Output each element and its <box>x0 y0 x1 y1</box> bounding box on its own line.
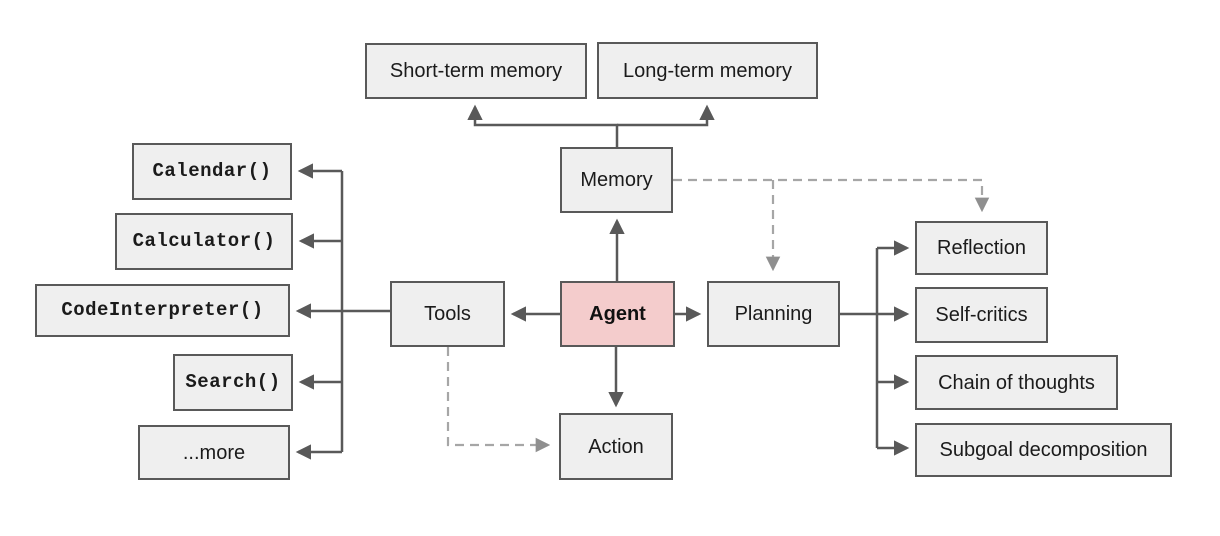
node-self-critics: Self-critics <box>915 287 1048 343</box>
node-short-term-memory: Short-term memory <box>365 43 587 99</box>
node-action: Action <box>559 413 673 480</box>
node-long-term-memory: Long-term memory <box>597 42 818 99</box>
node-more: ...more <box>138 425 290 480</box>
node-agent: Agent <box>560 281 675 347</box>
node-search: Search() <box>173 354 293 411</box>
node-tools: Tools <box>390 281 505 347</box>
node-subgoal-decomposition: Subgoal decomposition <box>915 423 1172 477</box>
node-planning: Planning <box>707 281 840 347</box>
node-memory: Memory <box>560 147 673 213</box>
node-calculator: Calculator() <box>115 213 293 270</box>
node-code-interpreter: CodeInterpreter() <box>35 284 290 337</box>
node-calendar: Calendar() <box>132 143 292 200</box>
node-reflection: Reflection <box>915 221 1048 275</box>
node-chain-of-thoughts: Chain of thoughts <box>915 355 1118 410</box>
